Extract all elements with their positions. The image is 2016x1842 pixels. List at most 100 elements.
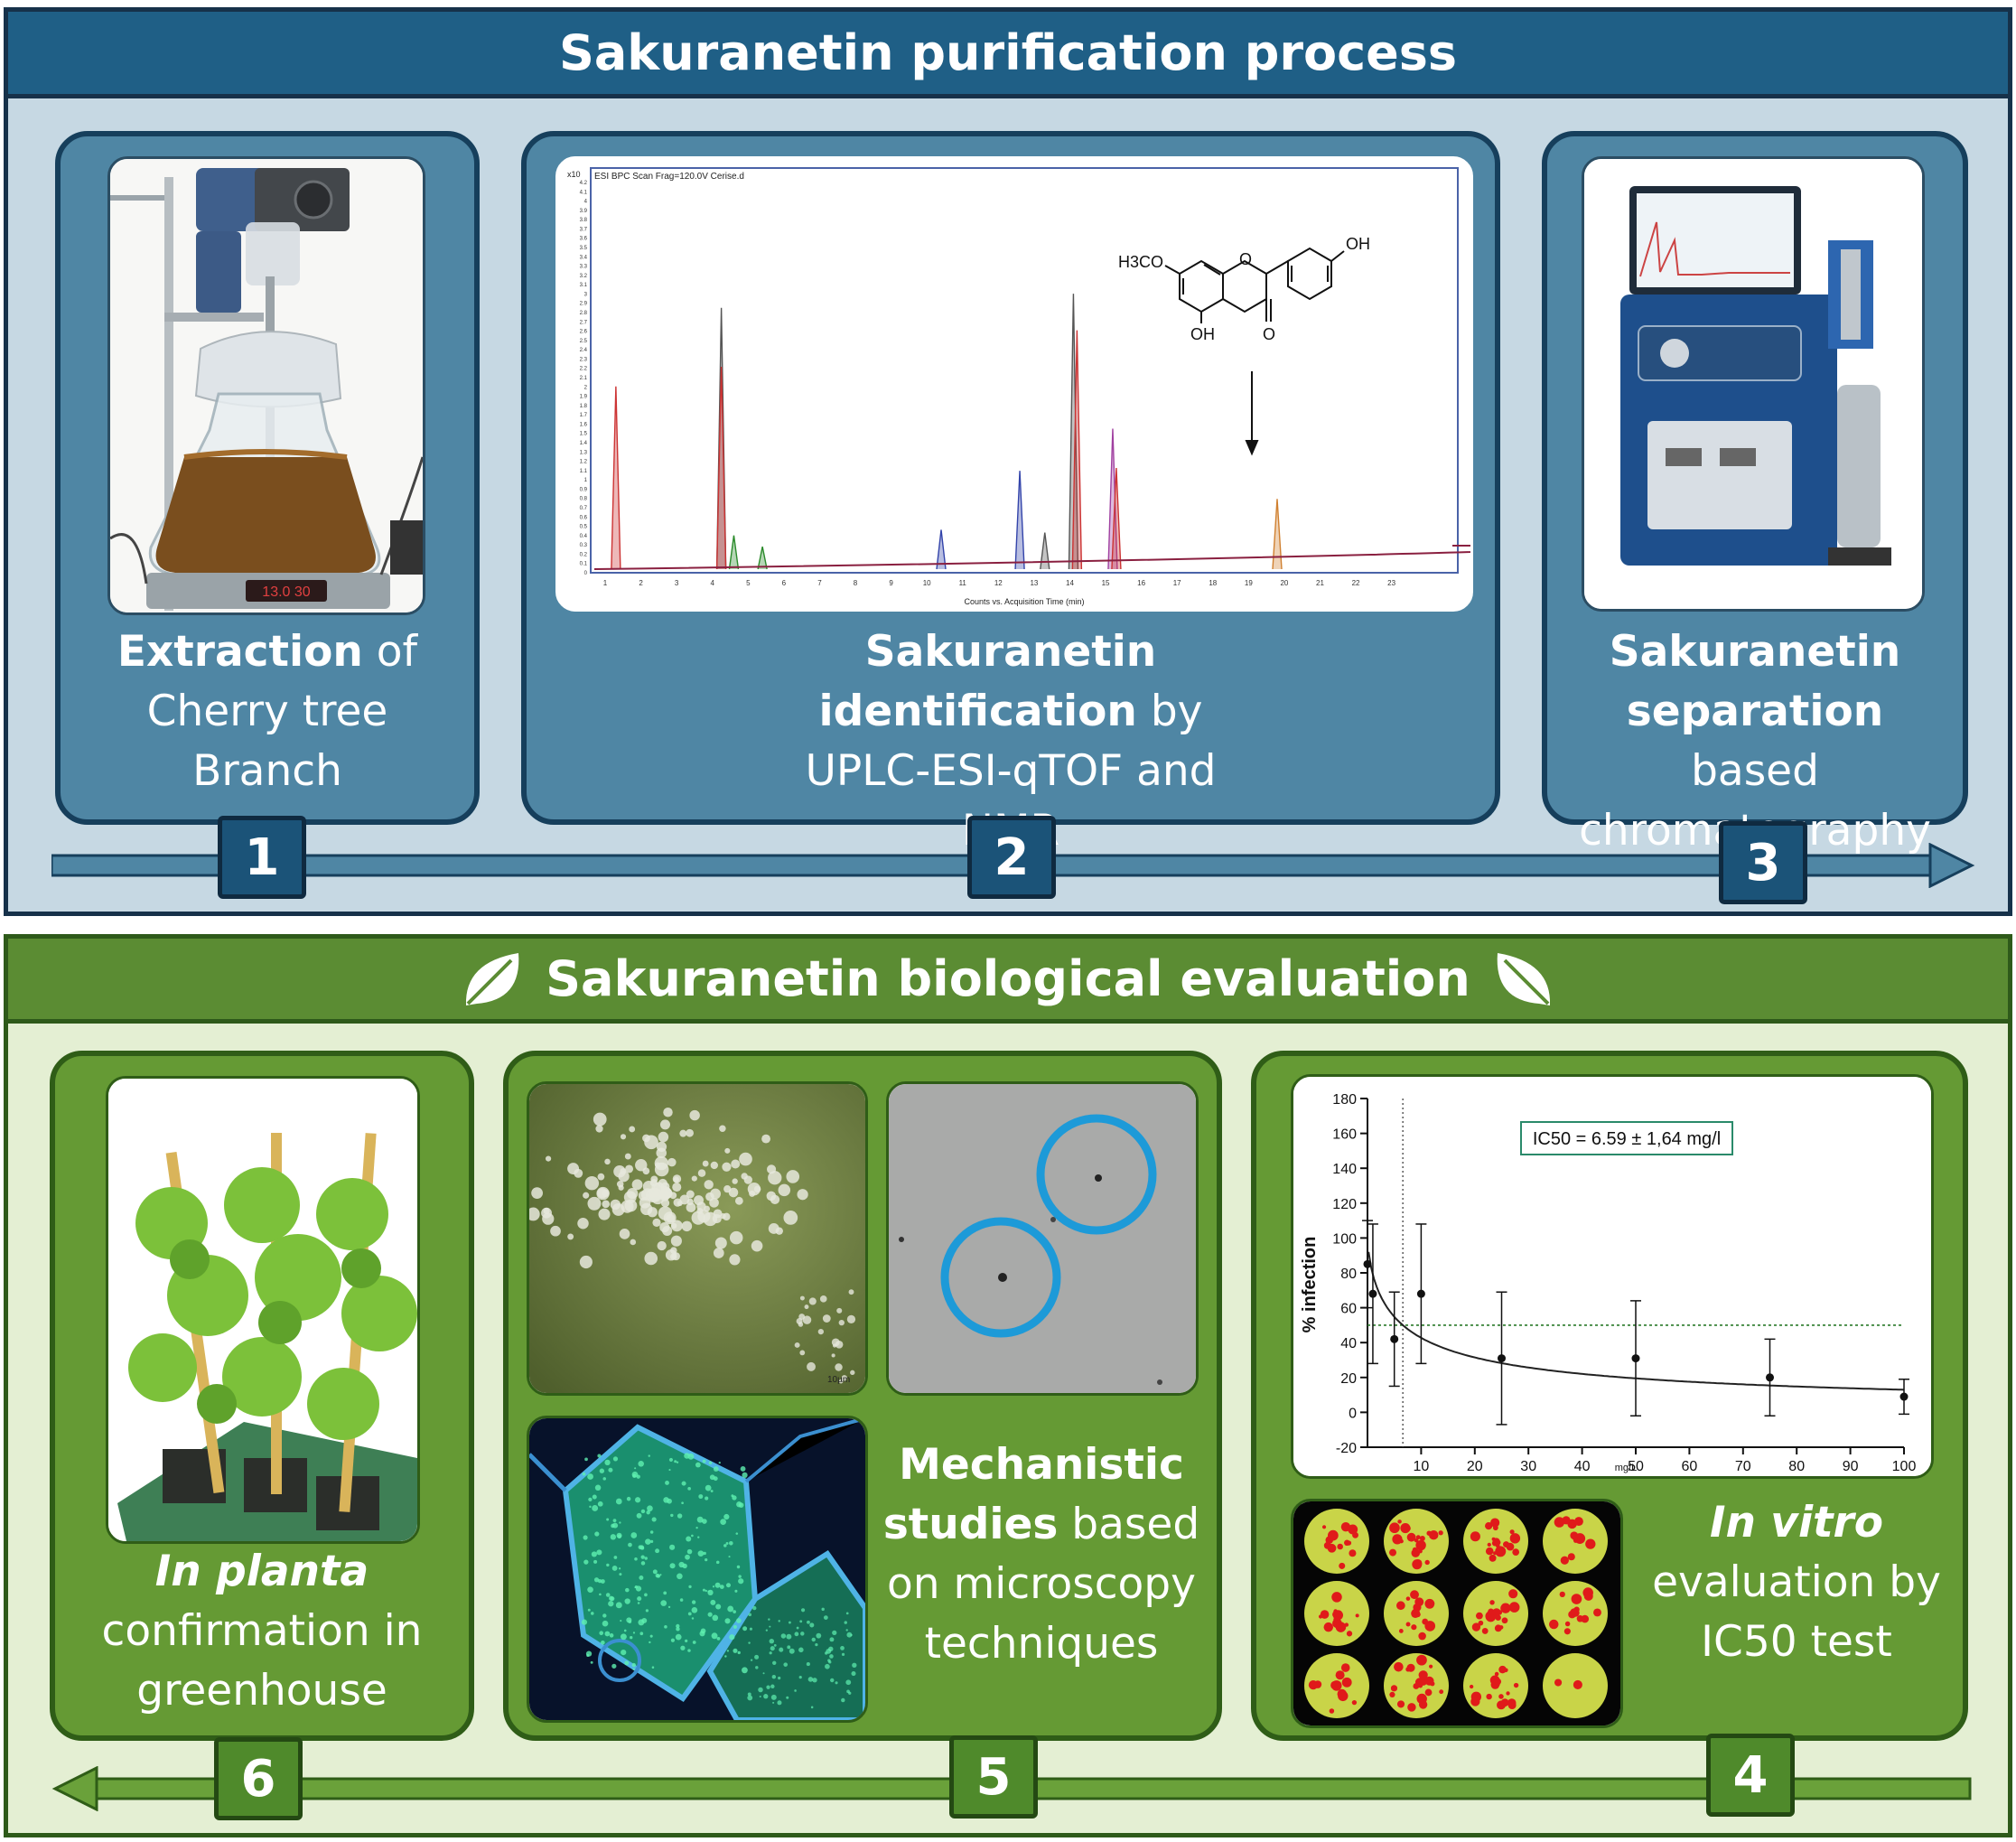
chromatogram-x-tick: 1 — [603, 579, 608, 587]
scale-bar-label: 10µm — [827, 1375, 850, 1385]
step-6-caption-text: confirmation in greenhouse — [101, 1606, 423, 1716]
ic50-y-tick: 0 — [1349, 1406, 1357, 1421]
ic50-data-point — [1368, 1289, 1377, 1298]
leaf-discs-assay — [1293, 1501, 1620, 1725]
ic50-y-tick: 140 — [1332, 1162, 1357, 1177]
chromatogram-plot: x10 ESI BPC Scan Frag=120.0V Cerise.d Co… — [558, 159, 1470, 609]
step-3-panel: Sakuranetin separation based chromatogra… — [1542, 131, 1968, 856]
ic50-annotation-box — [1520, 1121, 1733, 1155]
chromatogram-y-tick: 2.9 — [580, 302, 588, 307]
purification-header: Sakuranetin purification process — [8, 12, 2008, 98]
chromatogram-y-tick: 2.3 — [580, 357, 588, 362]
step-5-caption: Mechanistic studies based on microscopy … — [873, 1435, 1209, 1674]
chromatogram-x-tick: 11 — [959, 579, 967, 587]
ic50-data-point — [1363, 1259, 1372, 1268]
ic50-x-tick: 60 — [1682, 1459, 1698, 1474]
chromatogram-x-tick: 14 — [1066, 579, 1074, 587]
chromatogram-peak — [1014, 471, 1025, 570]
chromatogram-y-tick: 3.8 — [580, 218, 588, 223]
chromatography-instrument-icon — [1584, 159, 1922, 609]
chromatogram-x-tick: 22 — [1352, 579, 1360, 587]
step-5-number: 5 — [949, 1735, 1038, 1819]
chromatogram-baseline — [593, 545, 1470, 570]
chromatogram-y-tick: 3.5 — [580, 246, 588, 251]
chromatogram-y-tick: 4 — [584, 200, 588, 205]
chromatogram-y-tick: 1.9 — [580, 395, 588, 400]
leaf-discs-image — [1291, 1499, 1623, 1728]
chromatogram-y-tick: 3.2 — [580, 274, 588, 279]
chromatogram-y-tick: 1.7 — [580, 413, 588, 418]
chromatogram-y-tick: 1.1 — [580, 469, 588, 474]
chromatogram-peak — [1272, 499, 1283, 570]
ring-oxygen-label: O — [1239, 250, 1252, 268]
step-2-caption-bold: Sakuranetin identification — [818, 627, 1157, 736]
chromatogram-peak — [1040, 532, 1050, 570]
purification-title: Sakuranetin purification process — [558, 24, 1458, 81]
chromatogram-y-tick: 0.1 — [580, 562, 588, 567]
ic50-y-tick: 40 — [1340, 1336, 1357, 1351]
ic50-data-point — [1631, 1354, 1640, 1363]
chromatogram-y-tick: 3 — [584, 292, 588, 297]
ketone-label: O — [1263, 325, 1275, 343]
step-4-number: 4 — [1706, 1734, 1795, 1817]
step-2-number: 2 — [967, 816, 1056, 899]
ic50-y-tick: 80 — [1340, 1267, 1357, 1282]
chromatogram-y-tick: 1.8 — [580, 404, 588, 409]
ic50-y-tick: 120 — [1332, 1197, 1357, 1212]
step-1-caption: Extraction of Cherry tree Branch — [70, 622, 465, 801]
chromatogram-x-tick: 23 — [1387, 579, 1395, 587]
chromatogram-peak — [936, 529, 947, 570]
step-1-caption-text: of Cherry tree Branch — [146, 627, 418, 796]
chromatogram-y-tick: 2.1 — [580, 376, 588, 381]
chromatogram-y-tick: 2.6 — [580, 330, 588, 335]
chromatography-system-image — [1582, 156, 1925, 612]
chromatogram-peak — [757, 546, 768, 570]
chromatogram-y-tick: 1 — [584, 478, 588, 483]
step-6-number: 6 — [214, 1737, 303, 1820]
chromatogram-x-tick: 10 — [923, 579, 931, 587]
grapevine-plants-icon — [108, 1079, 417, 1541]
step-5-caption-text: based on microscopy techniques — [887, 1500, 1200, 1669]
hydroxyl-bottom-label: OH — [1190, 325, 1215, 343]
chromatogram-peak — [1071, 330, 1083, 570]
ic50-x-tick: 20 — [1467, 1459, 1483, 1474]
step-2-panel: x10 ESI BPC Scan Frag=120.0V Cerise.d Co… — [521, 131, 1500, 856]
microscopy-mycelium-image: 10µm — [527, 1081, 868, 1396]
step-1-number: 1 — [218, 816, 306, 899]
chromatogram-x-tick: 6 — [782, 579, 787, 587]
purification-section: Sakuranetin purification process — [4, 7, 2012, 916]
ic50-x-tick: 10 — [1414, 1459, 1430, 1474]
step-3-caption-bold: Sakuranetin separation — [1609, 627, 1901, 736]
evaluation-title: Sakuranetin biological evaluation — [546, 950, 1470, 1007]
chromatogram-x-label: Counts vs. Acquisition Time (min) — [964, 597, 1084, 606]
chromatogram-y-tick: 2 — [584, 385, 588, 390]
step-4-caption-text: evaluation by IC50 test — [1652, 1557, 1941, 1667]
chromatogram-peak — [1107, 428, 1118, 570]
chromatogram-y-tick: 3.9 — [580, 209, 588, 214]
chromatogram-peak — [1068, 294, 1079, 570]
fluorescence-micrograph — [529, 1418, 865, 1720]
chromatogram-x-tick: 20 — [1280, 579, 1288, 587]
chromatogram-x-tick: 18 — [1209, 579, 1217, 587]
chromatogram-y-tick: 0.2 — [580, 552, 588, 557]
chromatogram-y-tick: 4.1 — [580, 190, 588, 195]
chromatogram-x-tick: 13 — [1030, 579, 1038, 587]
ic50-x-tick: 100 — [1892, 1459, 1917, 1474]
chromatogram-peak — [1111, 467, 1122, 570]
chromatogram-x-tick: 19 — [1245, 579, 1253, 587]
ic50-y-label: % infection — [1300, 1237, 1320, 1333]
chromatogram-y-tick: 2.5 — [580, 339, 588, 344]
chromatogram-y-tick: 0.7 — [580, 506, 588, 511]
ic50-x-tick: 50 — [1628, 1459, 1644, 1474]
chromatogram-y-tick: 2.4 — [580, 348, 588, 353]
chromatogram-y-tick: 3.1 — [580, 283, 588, 288]
methoxy-label: H3CO — [1118, 253, 1163, 271]
chromatogram-y-tick: 2.2 — [580, 367, 588, 372]
ic50-x-tick: 70 — [1735, 1459, 1751, 1474]
highlight-circle-icon — [1036, 1114, 1157, 1235]
highlight-circle-icon — [940, 1217, 1061, 1338]
